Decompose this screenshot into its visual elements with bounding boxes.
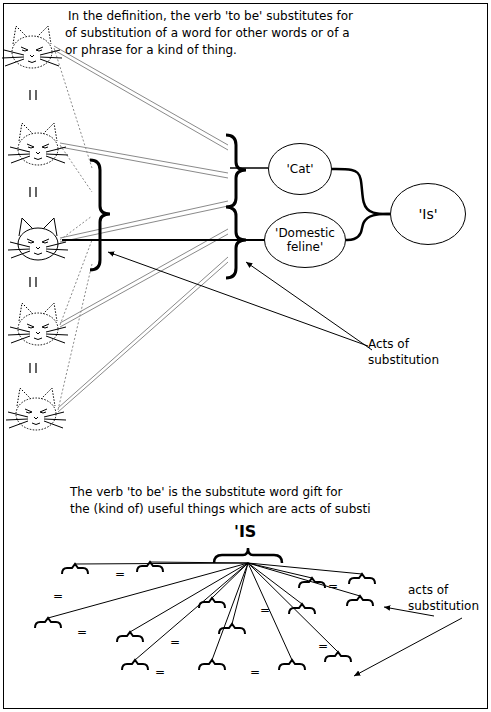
cat-face xyxy=(8,218,68,260)
equal-sign: = xyxy=(77,624,87,640)
equal-sign: = xyxy=(53,588,63,604)
equal-sign: = xyxy=(155,664,165,680)
node-text-holder: 'Cat' xyxy=(268,143,332,195)
callout-arrow xyxy=(246,262,372,350)
equal-sign: = xyxy=(170,634,180,650)
node-text-holder: 'Is' xyxy=(390,183,466,245)
term-ellipse: 'Cat' xyxy=(268,143,332,195)
equal-sign: = xyxy=(260,602,270,618)
note-text: of substitution of a word for other word… xyxy=(65,25,350,41)
term-text: 'Cat' xyxy=(280,162,319,176)
curly-bracket xyxy=(299,578,325,588)
fan-line xyxy=(232,563,248,624)
cat-face xyxy=(8,123,68,165)
curly-bracket xyxy=(279,660,305,670)
curly-bracket xyxy=(219,624,245,634)
curly-bracket xyxy=(199,660,225,670)
leader-line xyxy=(62,239,266,241)
leader-line xyxy=(60,145,92,192)
curly-bracket xyxy=(62,564,88,574)
callout-arrow xyxy=(354,618,462,676)
callout-arrow xyxy=(108,252,368,346)
curly-bracket xyxy=(122,660,148,670)
fan-line xyxy=(135,563,248,660)
leader-line xyxy=(58,262,228,412)
frame-border xyxy=(4,4,488,709)
curly-bracket xyxy=(117,632,143,642)
term-ellipse: 'Domestic feline' xyxy=(264,212,346,268)
curly-bracket xyxy=(137,562,163,572)
fan-lines xyxy=(48,562,362,660)
leader-line xyxy=(58,264,92,410)
curly-bracket xyxy=(347,596,373,606)
curly-brackets xyxy=(35,562,375,670)
brace-connector xyxy=(346,214,390,240)
term-text: 'Is' xyxy=(412,207,443,221)
equal-sign: = xyxy=(328,578,338,594)
cat-face xyxy=(8,303,68,345)
ellipse-shape xyxy=(265,213,346,268)
fan-line xyxy=(248,563,302,604)
leader-line xyxy=(54,46,228,145)
ellipse-shape xyxy=(269,144,332,195)
leader-line xyxy=(60,240,92,325)
leader-line xyxy=(60,143,228,173)
cat-face xyxy=(6,388,66,430)
curly-bracket xyxy=(90,160,110,270)
leader-line xyxy=(54,50,228,150)
term-ellipse: 'Is' xyxy=(390,183,466,245)
vertical-equal-signs xyxy=(30,90,36,373)
equal-sign: = xyxy=(250,664,260,680)
leader-line xyxy=(60,229,228,323)
note-text: or phrase for a kind of thing. xyxy=(65,42,237,58)
leader-line xyxy=(58,257,228,408)
leader-line xyxy=(60,206,228,242)
fan-line xyxy=(248,563,292,660)
fan-line xyxy=(248,563,338,652)
equal-sign: = xyxy=(318,638,328,654)
note-text: 'IS xyxy=(234,524,256,540)
leader-line xyxy=(54,48,92,168)
note-text: Acts of substitution xyxy=(368,336,464,368)
note-text: the (kind of) useful things which are ac… xyxy=(70,501,371,517)
cat-face xyxy=(2,26,62,68)
fan-line xyxy=(150,562,248,563)
equal-bars xyxy=(30,187,36,197)
equal-sign: = xyxy=(115,566,125,582)
fan-line xyxy=(75,563,248,564)
curly-bracket xyxy=(199,598,225,608)
fan-line xyxy=(130,563,248,632)
brace-connector xyxy=(332,169,390,214)
curly-bracket xyxy=(214,548,282,563)
leader-line xyxy=(230,167,268,169)
fan-line xyxy=(48,563,248,618)
ellipse-shape xyxy=(391,184,466,245)
equal-bars xyxy=(30,90,36,100)
curly-bracket xyxy=(35,618,61,628)
leader-line xyxy=(60,234,228,327)
curly-bracket xyxy=(349,574,375,584)
note-text: The verb 'to be' is the substitute word … xyxy=(70,484,342,500)
curly-bracket xyxy=(226,135,246,278)
leader-line xyxy=(60,147,228,178)
curly-bracket xyxy=(325,652,351,662)
leader-line xyxy=(60,216,92,240)
leader-line xyxy=(60,201,228,238)
term-text: 'Domestic feline' xyxy=(264,226,346,254)
equal-bars xyxy=(30,277,36,287)
equal-bars xyxy=(30,363,36,373)
note-text: acts of substitution xyxy=(408,582,488,614)
fan-line xyxy=(212,563,248,660)
node-text-holder: 'Domestic feline' xyxy=(264,212,346,268)
cat-illustrations xyxy=(2,26,68,430)
note-text: In the definition, the verb 'to be' subs… xyxy=(68,8,353,24)
substitution-leader-lines xyxy=(54,46,228,412)
curly-bracket xyxy=(289,604,315,614)
